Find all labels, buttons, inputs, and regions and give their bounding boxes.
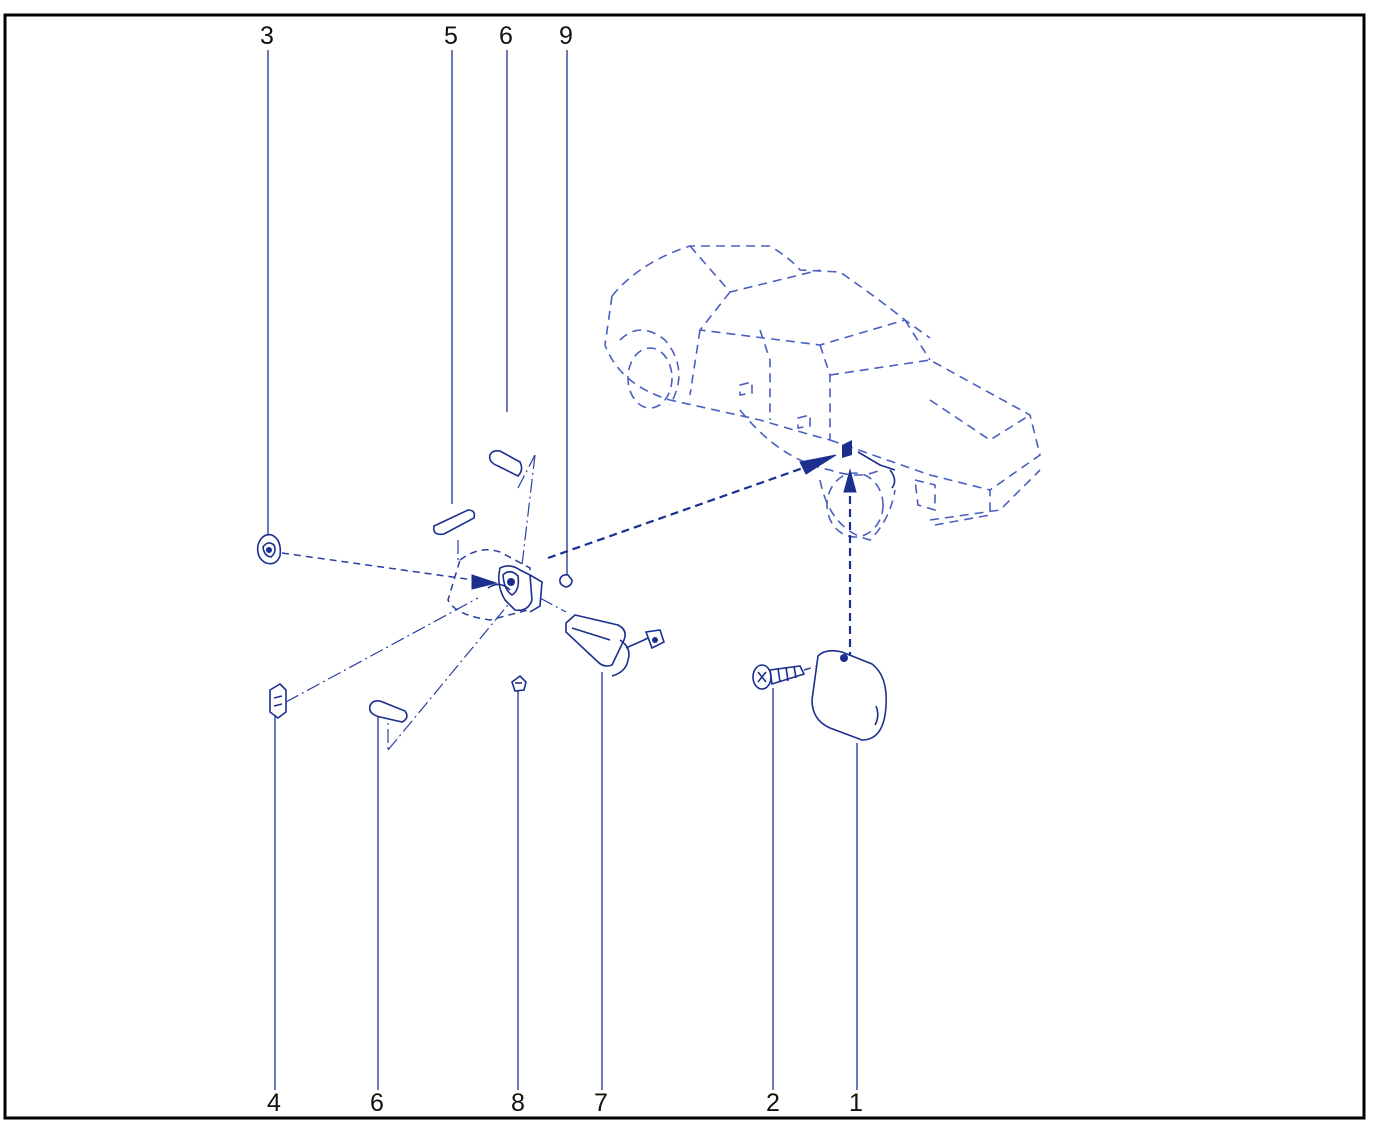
callout-7: 7 bbox=[594, 1089, 608, 1117]
part-3-bezel bbox=[256, 533, 282, 565]
callout-1: 1 bbox=[849, 1089, 863, 1117]
part-7-actuator bbox=[565, 614, 665, 677]
part-6-gasket-bottom bbox=[368, 700, 408, 723]
callout-6-top: 6 bbox=[499, 22, 513, 50]
part-1-fuel-door bbox=[811, 649, 888, 741]
diagram-frame bbox=[3, 13, 1366, 1120]
part-8-clip bbox=[511, 674, 527, 692]
callout-3: 3 bbox=[260, 22, 274, 50]
callout-2: 2 bbox=[766, 1089, 780, 1117]
callout-9: 9 bbox=[559, 22, 573, 50]
part-4-clip bbox=[269, 682, 287, 719]
vehicle-outline bbox=[604, 245, 1041, 541]
assembly-arrows bbox=[281, 454, 857, 660]
part-6-gasket-top bbox=[488, 450, 523, 477]
callout-4: 4 bbox=[267, 1089, 281, 1117]
fuel-filler-housing bbox=[447, 549, 543, 621]
callout-8: 8 bbox=[511, 1089, 525, 1117]
callout-5: 5 bbox=[444, 22, 458, 50]
callout-6-bottom: 6 bbox=[370, 1089, 384, 1117]
part-9-plug bbox=[559, 574, 573, 588]
part-5-gasket bbox=[432, 509, 476, 536]
